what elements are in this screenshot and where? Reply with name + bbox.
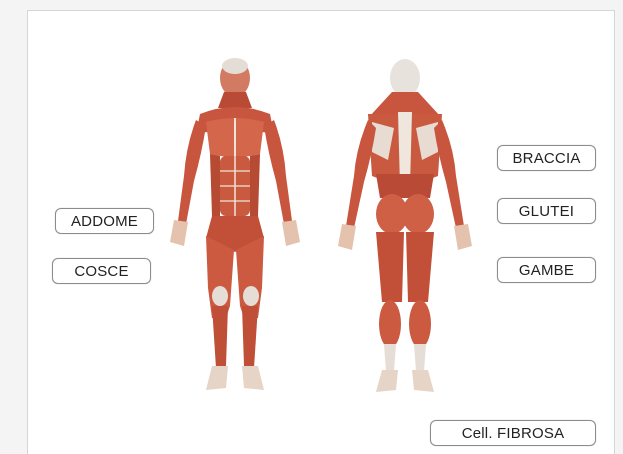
gambe-button[interactable]: GAMBE — [497, 257, 596, 283]
front-muscle-illustration — [160, 56, 310, 401]
back-muscle-illustration — [332, 56, 482, 401]
cosce-button[interactable]: COSCE — [52, 258, 151, 284]
addome-button[interactable]: ADDOME — [55, 208, 154, 234]
back-body-figure — [332, 56, 482, 401]
front-body-figure — [160, 56, 310, 401]
glutei-button[interactable]: GLUTEI — [497, 198, 596, 224]
cell-fibrosa-button[interactable]: Cell. FIBROSA — [430, 420, 596, 446]
braccia-button[interactable]: BRACCIA — [497, 145, 596, 171]
